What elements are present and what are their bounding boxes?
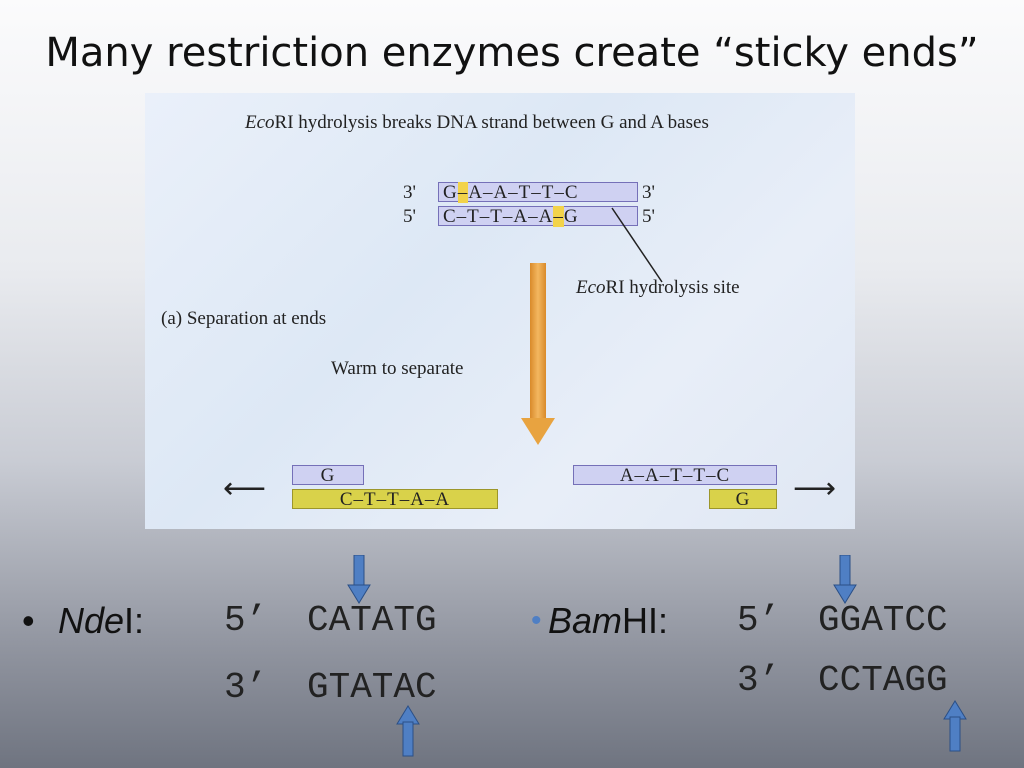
caption-text: RI hydrolysis breaks DNA strand between … [274,112,709,133]
bamhi-top-end: 5’ [737,600,781,641]
right-fragment-bottom: G [709,489,777,510]
site-label-italic: Eco [576,277,606,298]
bamhi-name-italic: Bam [548,600,623,641]
bottom-strand-right-end: 5' [642,206,655,227]
ndei-name-italic: Nde [58,600,125,641]
ndei-bottom-end: 3’ [224,667,268,708]
right-fragment-top: A–A–T–T–C [573,465,777,486]
bamhi-bottom-end: 3’ [737,660,781,701]
ndei-top-seq: CATATG [307,600,437,641]
separation-label: (a) Separation at ends [161,308,327,329]
bamhi-bottom-cut-arrow-icon [943,700,967,752]
left-arrow-icon: ⟵ [223,472,267,505]
ecori-figure: EcoRI hydrolysis breaks DNA strand betwe… [145,93,855,529]
top-strand-cut: – [457,182,469,203]
ndei-top-cut-arrow-icon [347,555,371,604]
bottom-strand-left-end: 5' [403,206,416,227]
bamhi-bottom-seq: CCTAGG [818,660,948,701]
ndei-top-end: 5’ [224,600,268,641]
right-arrow-icon: ⟶ [793,472,837,505]
bamhi-name-rest: HI: [622,600,669,641]
warm-arrow [521,263,555,445]
bottom-strand: C–T–T–A–A–G [438,206,638,227]
slide-title: Many restriction enzymes create “sticky … [45,30,979,76]
ndei-bottom-seq: GTATAC [307,667,437,708]
hydrolysis-site-label: EcoRI hydrolysis site [576,277,740,299]
bamhi-name: BamHI: [548,600,668,642]
left-fragment-bottom: C–T–T–A–A [292,489,498,510]
bottom-strand-cut: – [553,206,564,227]
figure-caption: EcoRI hydrolysis breaks DNA strand betwe… [245,112,709,134]
caption-italic: Eco [245,112,275,133]
bottom-strand-seq-a: C–T–T–A–A [443,206,554,227]
top-strand-left-end: 3' [403,182,416,203]
ndei-bottom-cut-arrow-icon [396,705,420,757]
bamhi-bullet: • [531,604,542,637]
ndei-bullet: • [22,600,35,641]
top-strand: G–A–A–T–T–C [438,182,638,203]
bamhi-top-seq: GGATCC [818,600,948,641]
bottom-strand-seq-b: G [563,206,579,227]
site-label-text: RI hydrolysis site [605,277,740,298]
ndei-name: NdeI: [58,600,144,642]
left-fragment-top: G [292,465,364,486]
bamhi-top-cut-arrow-icon [833,555,857,604]
warm-label: Warm to separate [331,358,464,379]
top-strand-seq-a: G [443,182,458,203]
site-pointer-line [611,207,663,283]
top-strand-seq-b: A–A–T–T–C [468,182,579,203]
ndei-name-rest: I: [124,600,145,641]
top-strand-right-end: 3' [642,182,655,203]
